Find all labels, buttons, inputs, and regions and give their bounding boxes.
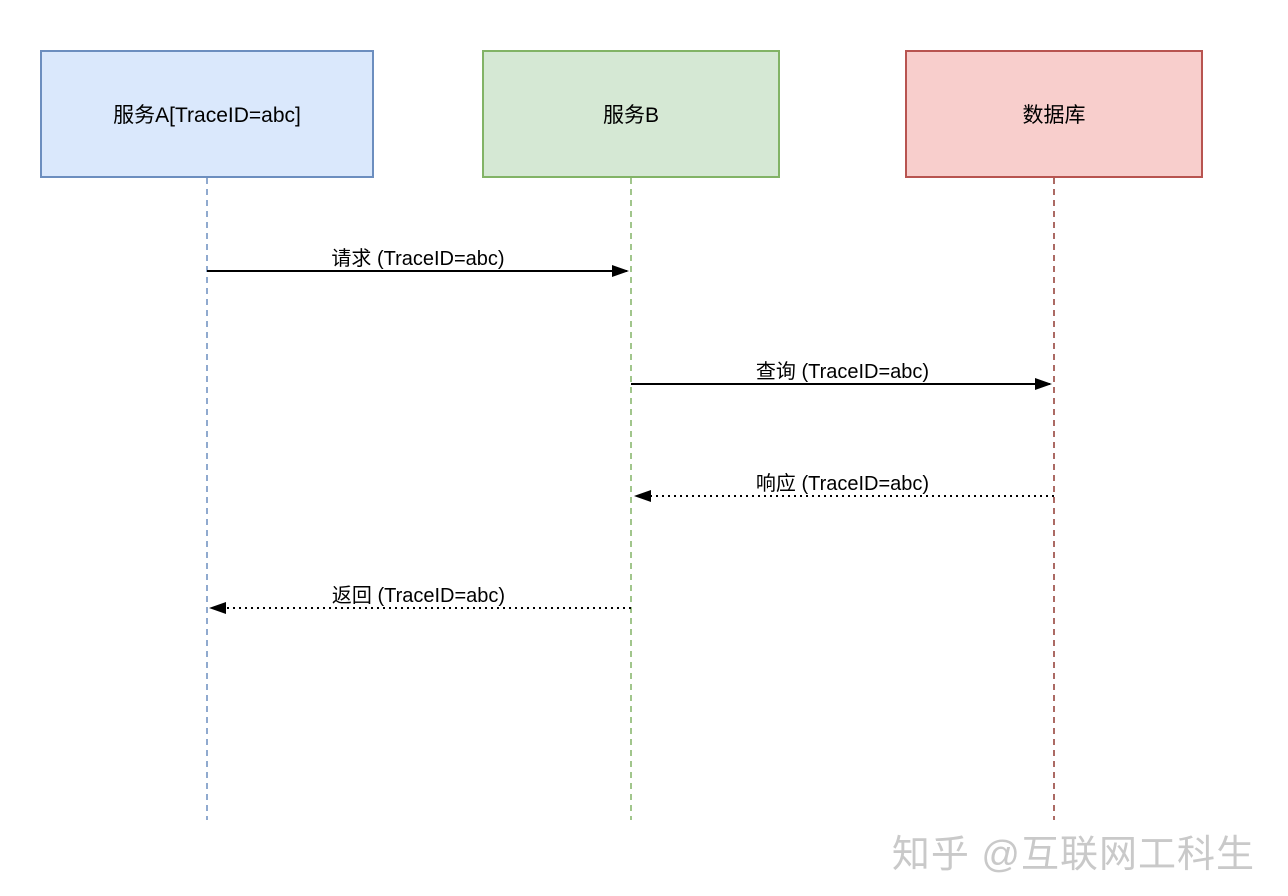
participant-box-service-a: 服务A[TraceID=abc]: [40, 50, 374, 178]
participant-box-database: 数据库: [905, 50, 1203, 178]
participant-label-service-a: 服务A[TraceID=abc]: [113, 104, 301, 127]
message-label-query: 查询 (TraceID=abc): [755, 361, 930, 383]
message-label-response: 响应 (TraceID=abc): [755, 473, 930, 495]
participant-box-service-b: 服务B: [482, 50, 780, 178]
message-label-request: 请求 (TraceID=abc): [331, 248, 505, 270]
message-label-return: 返回 (TraceID=abc): [331, 585, 506, 607]
watermark: 知乎 @互联网工科生: [891, 834, 1255, 876]
participant-label-database: 数据库: [1022, 104, 1086, 127]
participant-label-service-b: 服务B: [602, 104, 659, 127]
